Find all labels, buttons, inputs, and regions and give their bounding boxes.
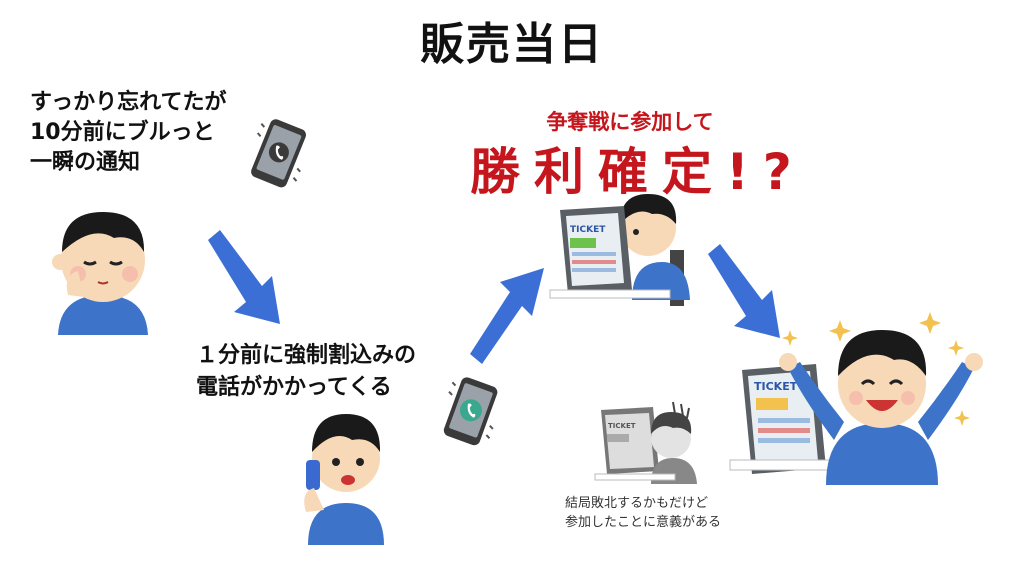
consolation-note: 結局敗北するかもだけど 参加したことに意義がある xyxy=(565,494,721,532)
vibrating-phone-icon xyxy=(251,119,306,188)
arrow-down-right-icon xyxy=(208,230,280,324)
ticket-label: TICKET xyxy=(754,380,798,393)
caption-line: 電話がかかってくる xyxy=(196,375,392,400)
celebrating-person-illustration: TICKET xyxy=(729,312,983,485)
victory-headline: 勝利確定!? xyxy=(470,143,806,201)
page-title: 販売当日 xyxy=(420,19,604,70)
caption-line: 一瞬の通知 xyxy=(30,150,141,175)
arrow-up-right-icon xyxy=(470,268,544,364)
defeated-person-illustration: TICKET xyxy=(594,401,697,484)
note-line: 参加したことに意義がある xyxy=(565,515,722,530)
ticket-label: TICKET xyxy=(570,225,606,235)
ticket-label: TICKET xyxy=(608,422,636,430)
person-on-phone-illustration xyxy=(304,414,384,545)
sleepy-person-illustration xyxy=(52,212,148,335)
arrow-down-right-icon xyxy=(708,244,780,338)
caption-forced-call: １分前に強制割込みの 電話がかかってくる xyxy=(196,340,416,404)
caption-line: すっかり忘れてたが xyxy=(30,90,227,115)
victory-subtitle: 争奪戦に参加して xyxy=(546,110,714,134)
note-line: 結局敗北するかもだけど xyxy=(565,496,709,511)
caption-line: １分前に強制割込みの xyxy=(196,343,417,368)
caption-forgot-notification: すっかり忘れてたが 10分前にブルっと 一瞬の通知 xyxy=(30,88,226,178)
person-at-laptop-illustration: TICKET xyxy=(549,194,690,306)
ringing-phone-icon xyxy=(443,377,498,446)
caption-line: 10分前にブルっと xyxy=(30,120,215,145)
